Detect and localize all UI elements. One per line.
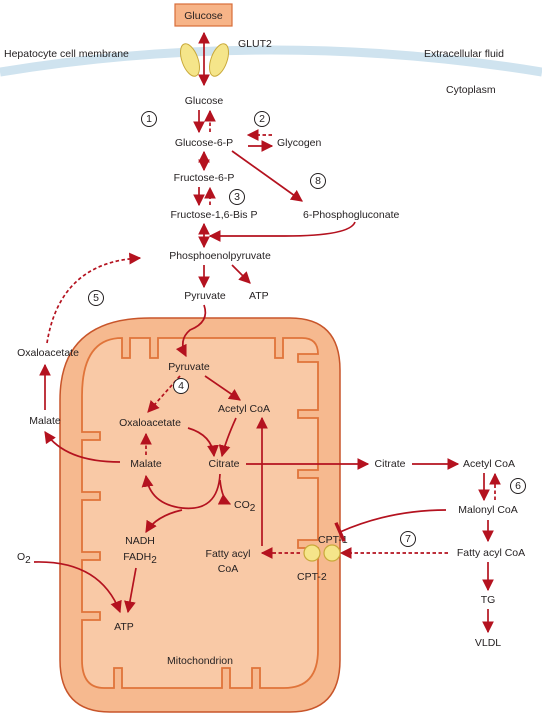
mitochondrion-inner-membrane <box>81 337 319 689</box>
svg-text:1: 1 <box>146 113 152 125</box>
co2-label: CO2 <box>234 499 256 514</box>
pep-label: Phosphoenolpyruvate <box>169 250 271 262</box>
oaa-cyto-label: Oxaloacetate <box>17 347 79 359</box>
svg-text:5: 5 <box>93 292 99 304</box>
extracellular-label: Extracellular fluid <box>424 48 504 60</box>
krebs-lower-arrow <box>141 473 221 510</box>
co2-arrow <box>217 479 232 505</box>
pyruvate-cyto-label: Pyruvate <box>184 290 226 302</box>
malate-export-arrow <box>44 431 121 463</box>
svg-text:6: 6 <box>515 480 521 492</box>
fattyacylcoa-cyto-label: Fatty acyl CoA <box>457 547 525 559</box>
step-marker-5: 5 <box>88 290 104 306</box>
cpt1-label: CPT-1 <box>318 534 348 546</box>
malonylcoa-label: Malonyl CoA <box>458 504 518 516</box>
o2-label: O2 <box>17 551 31 566</box>
cytoplasm-label: Cytoplasm <box>446 84 496 96</box>
citrate-cyto-label: Citrate <box>375 458 406 470</box>
step-marker-2: 2 <box>254 111 270 127</box>
step-marker-8: 8 <box>310 173 326 189</box>
mitochondrion-label: Mitochondrion <box>167 655 233 667</box>
pyruvate-import-arrow <box>175 304 207 358</box>
fatty-acyl-coa-label-1: Fatty acyl <box>206 548 251 560</box>
svg-text:2: 2 <box>259 113 265 125</box>
svg-text:3: 3 <box>234 191 240 203</box>
step-marker-4: 4 <box>173 378 189 394</box>
vldl-label: VLDL <box>475 637 501 649</box>
cpt2-label: CPT-2 <box>297 571 327 583</box>
o2-to-atp-arrow <box>33 561 122 614</box>
oaa-to-citrate-arrow <box>187 427 219 458</box>
oaa-mito-label: Oxaloacetate <box>119 417 181 429</box>
6pg-return-arrow <box>208 221 356 242</box>
glucose-box <box>174 3 233 27</box>
step-marker-1: 1 <box>141 111 157 127</box>
membrane-label: Hepatocyte cell membrane <box>4 48 129 60</box>
citrate-mito-label: Citrate <box>209 458 240 470</box>
malonylcoa-inhibits-cpt1 <box>334 509 447 543</box>
nadh-label: NADH <box>125 535 155 547</box>
glucose-top-label: Glucose <box>184 10 223 22</box>
cpt-transporter-icon <box>303 544 341 562</box>
atp-mito-label: ATP <box>114 621 134 633</box>
f16bp-label: Fructose-1,6-Bis P <box>171 209 258 221</box>
step-marker-7: 7 <box>400 531 416 547</box>
fatty-acyl-coa-label-2: CoA <box>218 563 238 575</box>
glut2-transporter-icon <box>179 43 230 77</box>
acetylcoa-to-citrate-arrow <box>218 417 237 458</box>
6pg-label: 6-Phosphogluconate <box>303 209 399 221</box>
step-marker-6: 6 <box>510 478 526 494</box>
svg-text:8: 8 <box>315 175 321 187</box>
glut2-label: GLUT2 <box>238 38 272 50</box>
fadh-label: FADH2 <box>123 551 157 566</box>
g6p-label: Glucose-6-P <box>175 137 233 149</box>
glycogen-label: Glycogen <box>277 137 322 149</box>
step-marker-3: 3 <box>229 189 245 205</box>
malate-mito-label: Malate <box>130 458 162 470</box>
glucose-label: Glucose <box>185 95 224 107</box>
f6p-label: Fructose-6-P <box>174 172 235 184</box>
acetylcoa-cyto-label: Acetyl CoA <box>463 458 515 470</box>
nadh-to-atp-arrow <box>124 567 137 614</box>
malate-cyto-label: Malate <box>29 415 61 427</box>
svg-text:4: 4 <box>178 380 184 392</box>
cell-membrane <box>0 45 542 77</box>
g6p-to-6pg-arrow <box>231 150 303 202</box>
tg-label: TG <box>481 594 496 606</box>
acetylcoa-mito-label: Acetyl CoA <box>218 403 270 415</box>
svg-text:7: 7 <box>405 533 411 545</box>
pyruvate-to-acetylcoa-arrow <box>204 375 241 401</box>
krebs-to-nadh-arrow <box>145 509 183 534</box>
atp-cyto-label: ATP <box>249 290 269 302</box>
oaa-to-pep-arrow <box>46 252 142 344</box>
pep-to-atp-arrow <box>231 264 251 284</box>
pyruvate-mito-label: Pyruvate <box>168 361 210 373</box>
